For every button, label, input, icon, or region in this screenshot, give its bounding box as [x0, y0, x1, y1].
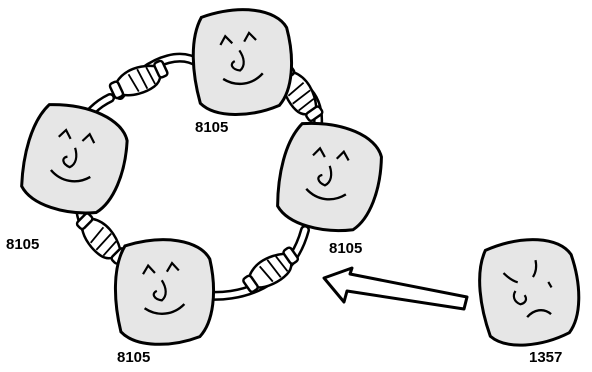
handshake-icon	[107, 56, 170, 104]
label-top: 8105	[195, 119, 228, 136]
label-right: 8105	[329, 240, 362, 257]
face-right	[273, 119, 386, 236]
face-outsider	[470, 230, 589, 353]
face-left	[17, 99, 133, 219]
label-outsider: 1357	[529, 349, 562, 366]
face-bottom	[110, 234, 219, 348]
face-top	[186, 3, 299, 120]
arrow-icon	[324, 268, 467, 309]
label-left: 8105	[6, 236, 39, 253]
face-body	[470, 230, 589, 353]
label-bottom: 8105	[117, 349, 150, 366]
handshake-icon	[240, 243, 302, 297]
